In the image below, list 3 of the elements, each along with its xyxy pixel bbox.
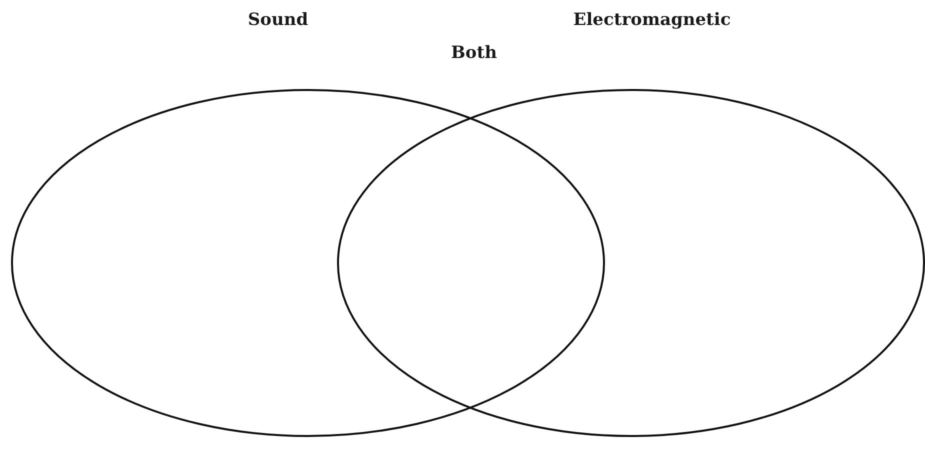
circle-heading: Sound [248,10,308,30]
overlap-heading: Both [451,43,497,63]
circle-heading: Electromagnetic [573,10,731,30]
